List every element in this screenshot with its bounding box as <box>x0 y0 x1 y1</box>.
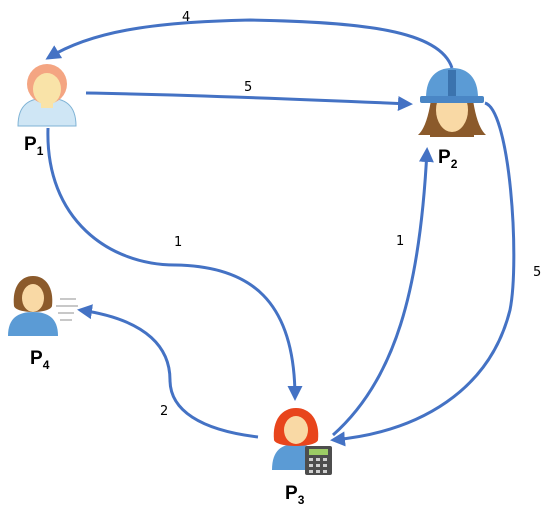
edge-p3-p2 <box>332 147 434 437</box>
person-speaking-icon <box>8 276 78 336</box>
edge-p2-p3 <box>330 101 516 447</box>
edge-p2-p1 <box>45 18 454 69</box>
edge-p1-p3 <box>46 127 303 401</box>
edge-p1-p2 <box>85 91 413 111</box>
edge-p3-p4 <box>77 304 259 439</box>
edge-label-p3-p2: 1 <box>396 234 404 249</box>
person-light-icon <box>17 64 77 127</box>
construction-worker-icon <box>418 68 486 137</box>
node-label-p3: P3 <box>285 483 305 507</box>
node-label-p1: P1 <box>24 134 44 158</box>
node-label-p4: P4 <box>30 348 50 372</box>
edge-label-p2-p1: 4 <box>182 10 190 25</box>
edge-label-p2-p3: 5 <box>533 265 541 280</box>
accountant-calculator-icon <box>272 408 332 475</box>
edge-label-p1-p2: 5 <box>244 80 252 95</box>
node-label-p2: P2 <box>438 147 458 171</box>
edge-label-p3-p4: 2 <box>160 404 168 419</box>
edge-label-p1-p3: 1 <box>174 235 182 250</box>
